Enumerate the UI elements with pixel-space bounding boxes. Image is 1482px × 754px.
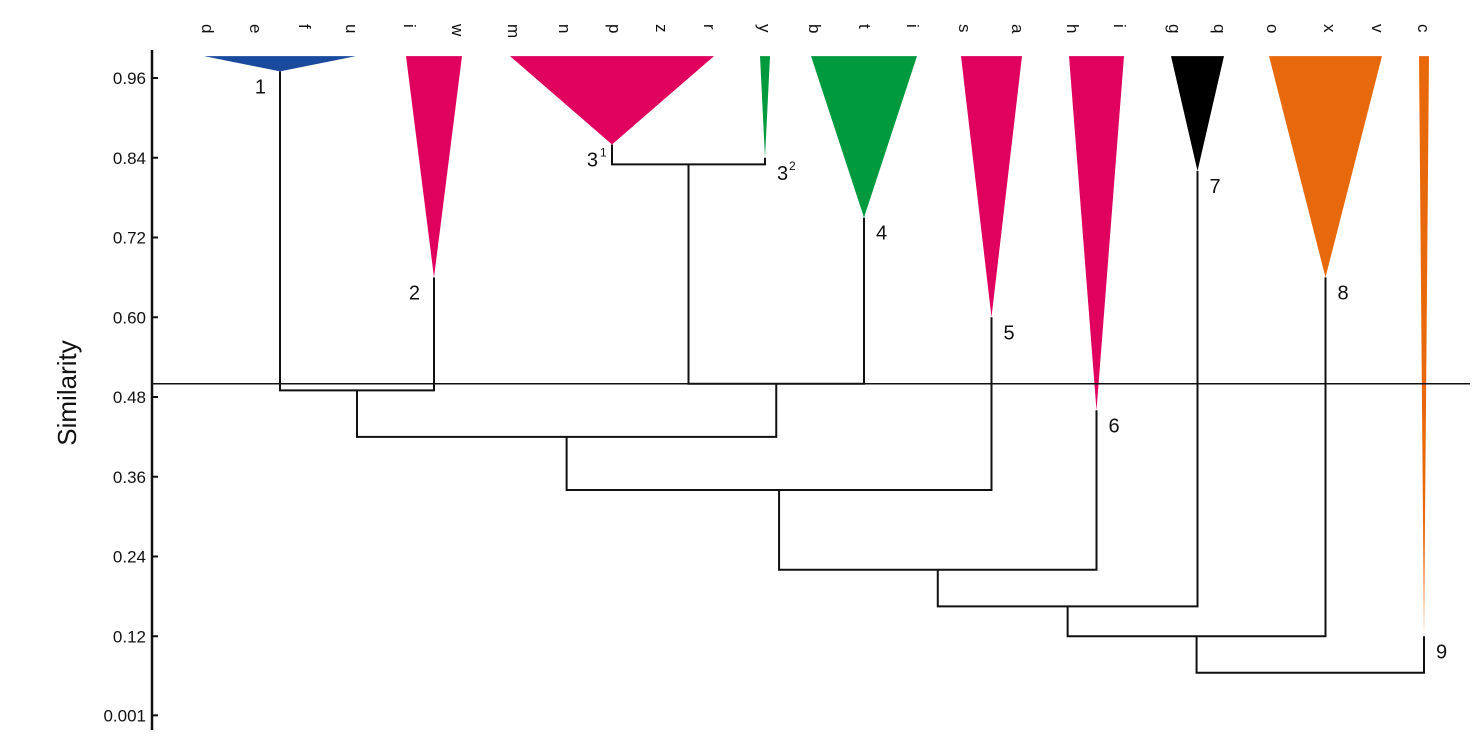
leaf-label: w	[448, 23, 467, 37]
branch-m3	[611, 144, 766, 166]
cluster-triangle-c5	[961, 56, 1022, 318]
cluster-label-c5: 5	[1004, 322, 1015, 344]
cluster-triangle-c6	[1069, 56, 1124, 411]
branch-m5	[565, 317, 993, 492]
leaf-label: x	[1320, 24, 1339, 33]
cluster-triangle-c32	[760, 56, 770, 158]
cluster-label-c1: 1	[255, 76, 266, 98]
cluster-triangles	[204, 56, 1429, 637]
y-tick-label: 0.72	[113, 229, 146, 248]
cluster-label-c2: 2	[409, 282, 420, 304]
leaf-label: c	[1414, 24, 1433, 33]
cluster-label-c8: 8	[1338, 282, 1349, 304]
cluster-triangle-c2	[406, 56, 462, 278]
y-tick-label: 0.96	[113, 69, 146, 88]
leaf-label: n	[555, 24, 574, 33]
leaf-label: z	[652, 24, 671, 33]
leaf-label: d	[198, 24, 217, 33]
cluster-triangle-c9	[1419, 56, 1429, 637]
y-tick-label: 0.48	[113, 388, 146, 407]
y-axis-title: Similarity	[52, 340, 82, 445]
y-tick-label: 0.84	[113, 149, 146, 168]
cluster-triangle-c7	[1171, 56, 1224, 172]
leaf-label: q	[1210, 24, 1229, 33]
leaf-label: o	[1263, 24, 1282, 33]
leaf-label: i	[903, 24, 922, 28]
y-tick-label: 0.12	[113, 627, 146, 646]
cluster-triangle-c31	[510, 56, 714, 145]
cluster-label-c32: 3	[777, 163, 788, 185]
branch-m9	[1195, 636, 1425, 674]
leaf-label: g	[1165, 24, 1184, 33]
branch-m34	[687, 164, 865, 385]
leaf-label: y	[755, 24, 774, 33]
leaf-label: i	[1110, 24, 1129, 28]
cluster-triangle-c4	[811, 56, 917, 218]
branch-m7	[936, 171, 1199, 608]
leaf-label: u	[342, 24, 361, 33]
leaf-label: e	[246, 24, 265, 33]
cluster-label-c9: 9	[1436, 641, 1447, 663]
cluster-label-c31: 3	[587, 149, 598, 171]
leaf-label: s	[955, 24, 974, 33]
cluster-label-c4: 4	[876, 223, 887, 245]
leaf-label: m	[504, 24, 523, 38]
cluster-label-sup-c31: 1	[600, 145, 607, 159]
leaf-label: h	[1063, 24, 1082, 33]
y-tick-label: 0.24	[113, 548, 146, 567]
leaf-label: p	[605, 24, 624, 33]
y-tick-label: 0.36	[113, 468, 146, 487]
cluster-label-c6: 6	[1109, 415, 1120, 437]
leaf-label: f	[295, 24, 314, 29]
y-tick-label: 0.001	[103, 706, 146, 725]
cluster-triangle-c8	[1269, 56, 1382, 278]
leaf-label: t	[855, 24, 874, 29]
branch-m1234	[356, 383, 778, 438]
leaf-label: i	[400, 24, 419, 28]
leaf-label: b	[805, 24, 824, 33]
leaf-label: a	[1008, 24, 1027, 34]
similarity-axis: 0.001 0.12 0.24 0.36 0.48 0.60 0.72 0.84 0.96	[103, 50, 158, 730]
cluster-label-sup-c32: 2	[789, 159, 796, 173]
leaf-label: r	[700, 24, 719, 30]
leaf-label: v	[1368, 24, 1387, 33]
branch-m12	[279, 71, 435, 392]
cluster-triangle-c1	[204, 56, 356, 72]
y-tick-label: 0.60	[113, 308, 146, 327]
cluster-label-c7: 7	[1210, 176, 1221, 198]
dendrogram-branches	[279, 71, 1425, 674]
